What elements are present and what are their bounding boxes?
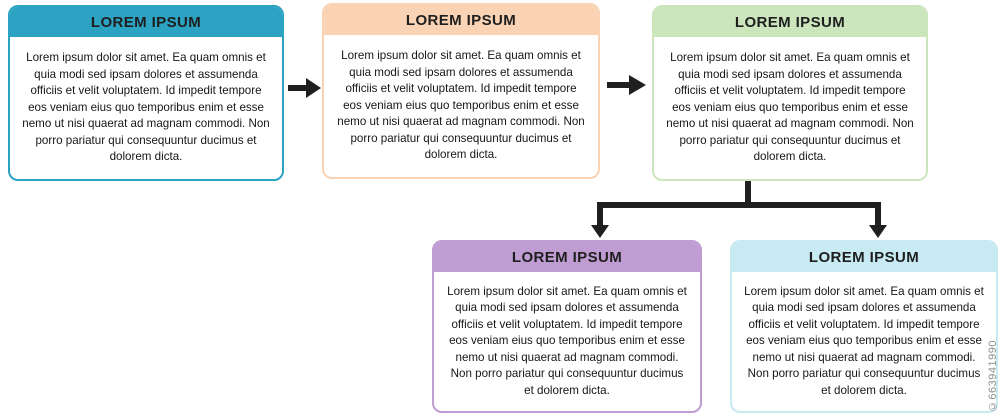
flow-box-step-1-text: Lorem ipsum dolor sit amet. Ea quam omni…: [22, 51, 270, 164]
arrow-step2-to-step3-icon: [607, 75, 646, 95]
branch-step3-to-step4-step5-icon: [591, 181, 887, 238]
arrow-step1-to-step2-icon: [288, 78, 321, 98]
flow-box-step-4-body: Lorem ipsum dolor sit amet. Ea quam omni…: [434, 272, 700, 411]
flow-box-step-3-text: Lorem ipsum dolor sit amet. Ea quam omni…: [666, 51, 914, 164]
flow-box-step-2-title: LOREM IPSUM: [405, 11, 517, 29]
flow-box-step-5-header: LOREM IPSUM: [732, 242, 996, 272]
flow-box-step-2-header: LOREM IPSUM: [324, 5, 598, 35]
flow-box-step-5: LOREM IPSUM Lorem ipsum dolor sit amet. …: [730, 240, 998, 413]
flow-box-step-3-body: Lorem ipsum dolor sit amet. Ea quam omni…: [654, 37, 926, 179]
flow-box-step-5-text: Lorem ipsum dolor sit amet. Ea quam omni…: [744, 284, 984, 397]
flow-box-step-2: LOREM IPSUM Lorem ipsum dolor sit amet. …: [322, 3, 600, 179]
flow-box-step-2-text: Lorem ipsum dolor sit amet. Ea quam omni…: [337, 49, 585, 162]
flow-box-step-3-header: LOREM IPSUM: [654, 7, 926, 37]
flow-box-step-1-header: LOREM IPSUM: [10, 7, 282, 37]
flow-box-step-5-body: Lorem ipsum dolor sit amet. Ea quam omni…: [732, 272, 996, 411]
flow-box-step-1: LOREM IPSUM Lorem ipsum dolor sit amet. …: [8, 5, 284, 181]
flow-box-step-4-header: LOREM IPSUM: [434, 242, 700, 272]
flow-box-step-4-text: Lorem ipsum dolor sit amet. Ea quam omni…: [447, 284, 687, 397]
flow-box-step-4: LOREM IPSUM Lorem ipsum dolor sit amet. …: [432, 240, 702, 413]
flow-box-step-3-title: LOREM IPSUM: [734, 13, 846, 31]
flow-box-step-1-title: LOREM IPSUM: [90, 13, 202, 31]
flow-box-step-5-title: LOREM IPSUM: [808, 248, 920, 266]
flow-box-step-1-body: Lorem ipsum dolor sit amet. Ea quam omni…: [10, 37, 282, 179]
flow-box-step-3: LOREM IPSUM Lorem ipsum dolor sit amet. …: [652, 5, 928, 181]
watermark-text: ©663941990: [987, 339, 999, 412]
flow-box-step-2-body: Lorem ipsum dolor sit amet. Ea quam omni…: [324, 35, 598, 177]
flow-box-step-4-title: LOREM IPSUM: [511, 248, 623, 266]
